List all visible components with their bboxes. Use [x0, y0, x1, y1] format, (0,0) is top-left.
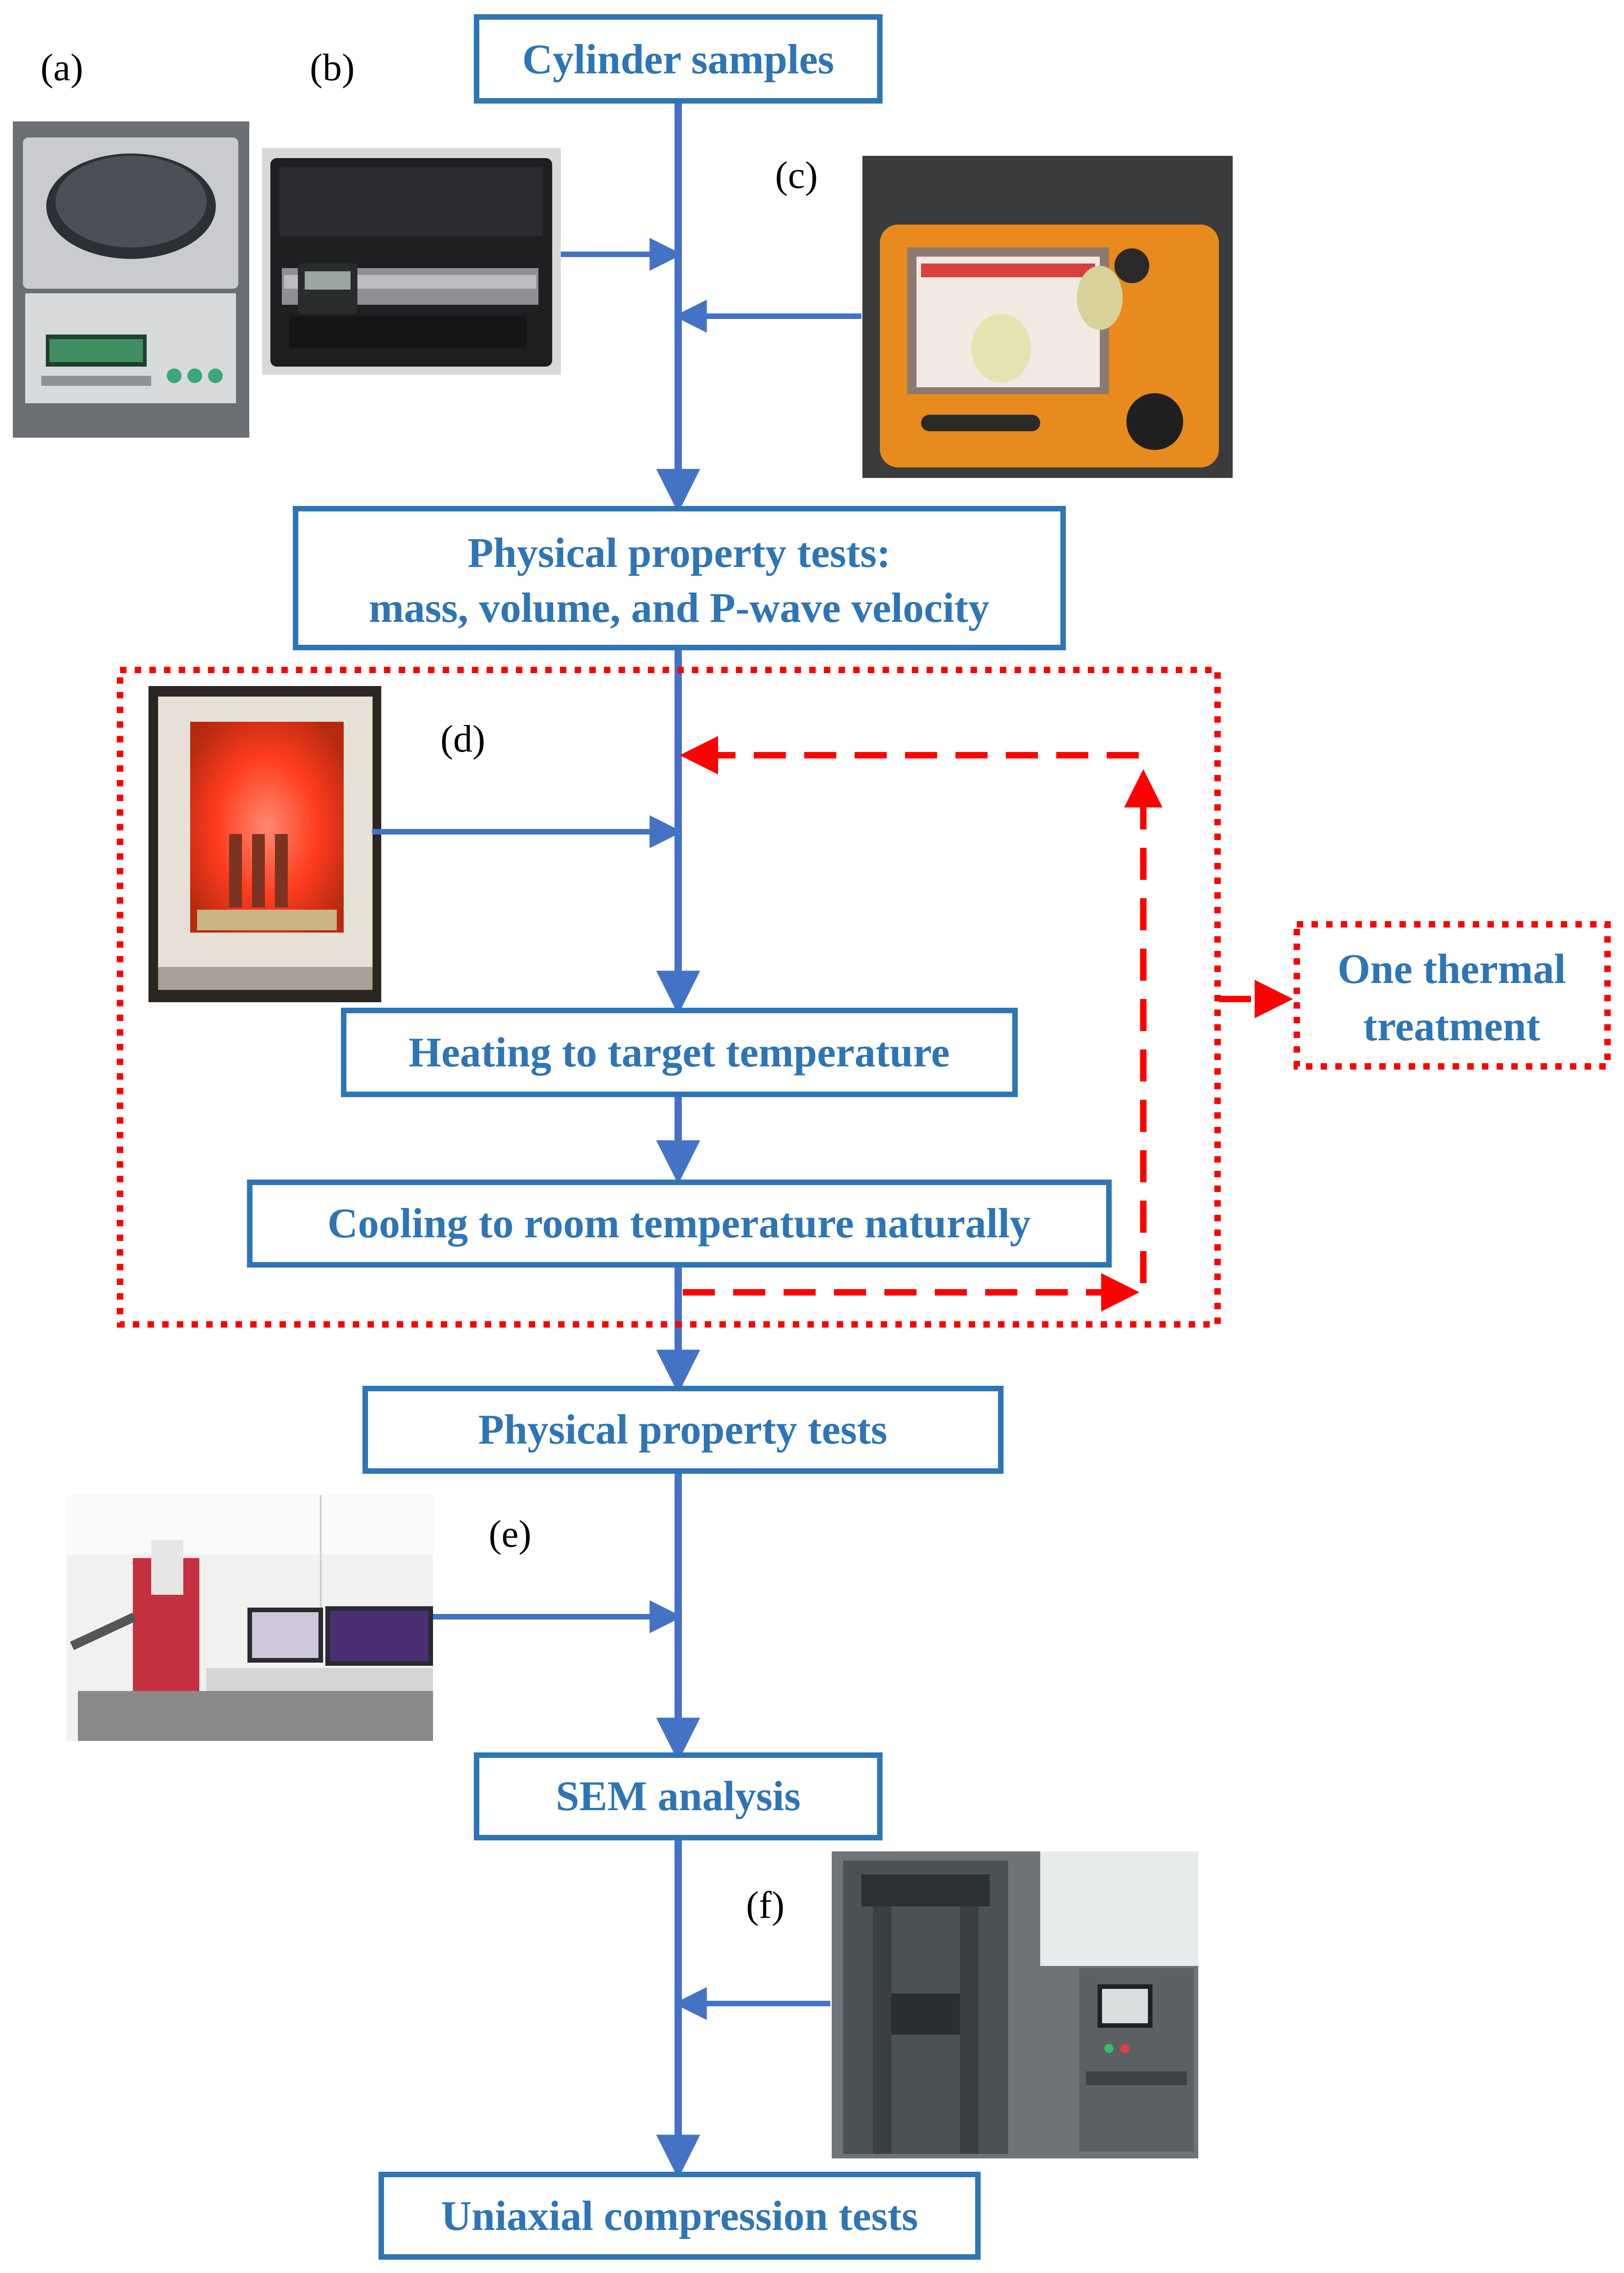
label-f: (f)	[746, 1884, 785, 1927]
photo-a-balance	[13, 121, 249, 438]
thermal-treatment-text-line2: treatment	[1363, 1003, 1541, 1049]
thermal-loop-frame	[117, 667, 1221, 1328]
thermal-treatment-text-line1: One thermal	[1338, 945, 1566, 992]
photo-b-caliper	[262, 148, 561, 375]
photo-d-furnace	[148, 686, 381, 1002]
heating-text: Heating to target temperature	[408, 1029, 949, 1076]
label-d: (d)	[440, 718, 485, 760]
sem-box	[474, 1752, 883, 1840]
thermal-treatment-box	[1294, 921, 1611, 1070]
physical-tests-text-line1: Physical property tests:	[467, 529, 890, 576]
physical-tests-2-text: Physical property tests	[478, 1406, 888, 1453]
label-c: (c)	[775, 154, 817, 197]
label-e: (e)	[488, 1513, 531, 1555]
heating-box	[341, 1008, 1018, 1097]
red-loop-arrows	[680, 736, 1293, 1312]
uniaxial-box	[379, 2172, 981, 2260]
cooling-text: Cooling to room temperature naturally	[328, 1200, 1031, 1246]
physical-tests-box	[293, 506, 1066, 650]
physical-tests-2-box	[362, 1386, 1004, 1474]
photo-c-tester	[862, 156, 1233, 478]
side-input-arrows	[372, 238, 861, 2020]
cooling-box	[247, 1180, 1112, 1268]
label-b: (b)	[310, 46, 355, 89]
photo-f-compression	[832, 1851, 1198, 2158]
label-a: (a)	[40, 46, 83, 89]
photo-e-sem	[66, 1495, 433, 1741]
uniaxial-text: Uniaxial compression tests	[441, 2192, 918, 2239]
cylinder-samples-text: Cylinder samples	[522, 36, 834, 82]
sem-text: SEM analysis	[556, 1773, 801, 1819]
physical-tests-text-line2: mass, volume, and P-wave velocity	[369, 584, 989, 631]
cylinder-samples-box	[474, 14, 883, 104]
